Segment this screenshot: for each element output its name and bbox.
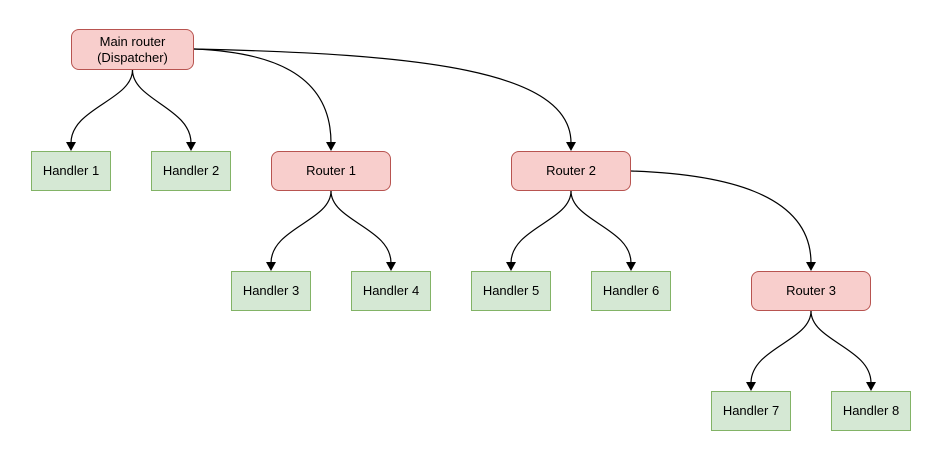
- node-label-handler-2: Handler 2: [162, 163, 220, 178]
- edge-main-to-handler-2: [131, 69, 192, 144]
- node-label-handler-7: Handler 7: [722, 403, 780, 418]
- node-handler-8[interactable]: Handler 8: [831, 391, 911, 431]
- node-label-handler-4: Handler 4: [362, 283, 420, 298]
- node-handler-3[interactable]: Handler 3: [231, 271, 311, 311]
- edge-router-2-to-handler-6: [570, 190, 632, 264]
- node-label-handler-3: Handler 3: [242, 283, 300, 298]
- node-handler-4[interactable]: Handler 4: [351, 271, 431, 311]
- node-handler-5[interactable]: Handler 5: [471, 271, 551, 311]
- edge-router-2-to-handler-5: [510, 190, 572, 264]
- node-handler-7[interactable]: Handler 7: [711, 391, 791, 431]
- node-handler-6[interactable]: Handler 6: [591, 271, 671, 311]
- node-label-router-3: Router 3: [786, 283, 836, 298]
- edge-router-1-to-handler-4: [330, 190, 392, 264]
- edge-router-3-to-handler-7: [750, 310, 812, 384]
- node-handler-1[interactable]: Handler 1: [31, 151, 111, 191]
- arrow-router-3-head-icon: [806, 262, 816, 271]
- arrow-handler-3-head-icon: [266, 262, 276, 271]
- node-label-handler-8: Handler 8: [842, 403, 900, 418]
- arrow-router-1-head-icon: [326, 142, 336, 151]
- node-label-router-2: Router 2: [546, 163, 596, 178]
- node-label-router-1: Router 1: [306, 163, 356, 178]
- node-label-handler-6: Handler 6: [602, 283, 660, 298]
- arrow-handler-2-head-icon: [186, 142, 196, 151]
- edge-router-3-to-handler-8: [810, 310, 872, 384]
- arrow-router-2-head-icon: [566, 142, 576, 151]
- node-label-handler-1: Handler 1: [42, 163, 100, 178]
- arrow-handler-6-head-icon: [626, 262, 636, 271]
- arrow-handler-7-head-icon: [746, 382, 756, 391]
- node-label-main-router: Main router (Dispatcher): [97, 33, 168, 65]
- edge-router-2-to-router-3: [630, 170, 812, 264]
- node-main-router[interactable]: Main router (Dispatcher): [71, 29, 194, 70]
- edge-main-to-router-1: [193, 48, 332, 144]
- node-handler-2[interactable]: Handler 2: [151, 151, 231, 191]
- node-router-1[interactable]: Router 1: [271, 151, 391, 191]
- node-router-2[interactable]: Router 2: [511, 151, 631, 191]
- arrow-handler-8-head-icon: [866, 382, 876, 391]
- arrow-handler-5-head-icon: [506, 262, 516, 271]
- edge-main-to-handler-1: [70, 69, 134, 144]
- arrow-handler-1-head-icon: [66, 142, 76, 151]
- edge-router-1-to-handler-3: [270, 190, 332, 264]
- node-label-handler-5: Handler 5: [482, 283, 540, 298]
- arrow-handler-4-head-icon: [386, 262, 396, 271]
- node-router-3[interactable]: Router 3: [751, 271, 871, 311]
- edge-main-to-router-2: [193, 48, 572, 144]
